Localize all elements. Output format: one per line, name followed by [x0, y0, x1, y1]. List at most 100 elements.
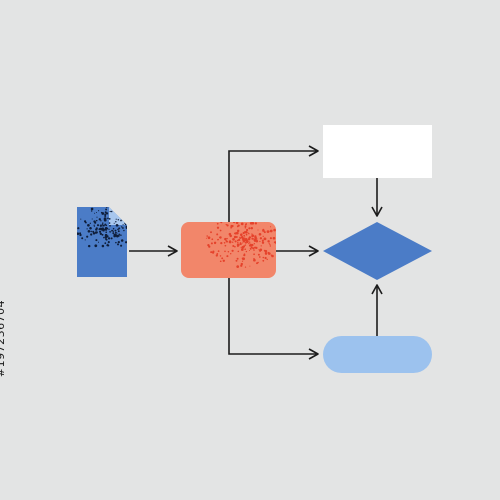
texture-dot [221, 218, 222, 219]
texture-dot [115, 221, 117, 223]
texture-dot [245, 250, 248, 253]
texture-dot [233, 235, 237, 239]
texture-dot [253, 253, 255, 256]
texture-dot [246, 215, 248, 217]
texture-dot [275, 226, 276, 228]
texture-dot [242, 239, 246, 243]
texture-dot [89, 227, 92, 230]
texture-dot [226, 237, 228, 240]
texture-dot [248, 242, 250, 245]
texture-dot [101, 233, 104, 236]
texture-dot [262, 256, 265, 259]
texture-dot [219, 255, 222, 257]
texture-dot [247, 216, 249, 218]
texture-dot [131, 226, 133, 228]
texture-dot [268, 242, 270, 244]
texture-dot [115, 241, 117, 244]
texture-dot [248, 227, 251, 230]
arrow-process-to-terminator [228, 278, 319, 360]
texture-dot [104, 215, 107, 217]
texture-dot [123, 229, 125, 232]
texture-dot [258, 256, 261, 258]
texture-dot [254, 240, 256, 243]
texture-dot [249, 213, 250, 214]
texture-dot [210, 231, 212, 234]
texture-dot [239, 239, 241, 241]
texture-dot [120, 244, 123, 247]
texture-dot [241, 242, 244, 244]
texture-dot [263, 222, 265, 223]
texture-dot [235, 231, 239, 235]
texture-dot [244, 226, 247, 229]
texture-dot [236, 265, 240, 268]
texture-dot [258, 232, 262, 236]
texture-dot [111, 207, 114, 209]
texture-dot [241, 260, 244, 262]
texture-dot [254, 235, 257, 238]
arrow-process-to-output [228, 145, 319, 222]
texture-dot [129, 228, 131, 230]
texture-dot [243, 253, 246, 255]
texture-dot [244, 225, 247, 228]
texture-dot [243, 213, 245, 215]
texture-dot [257, 253, 260, 256]
texture-dot [84, 239, 86, 241]
texture-dot [92, 232, 96, 235]
texture-dot [249, 247, 252, 250]
texture-dot [117, 240, 120, 244]
texture-dot [98, 228, 101, 231]
texture-dot [249, 222, 253, 225]
texture-dot [249, 241, 251, 243]
texture-dot [236, 243, 240, 247]
texture-dot [252, 212, 253, 213]
texture-dot [262, 235, 264, 238]
texture-dot [235, 236, 238, 238]
texture-dot [206, 235, 208, 237]
texture-dot [217, 238, 219, 241]
texture-dot [219, 229, 222, 232]
texture-dot [266, 258, 268, 261]
texture-dot [116, 232, 118, 234]
texture-dot [262, 229, 265, 232]
texture-dot [104, 242, 107, 245]
texture-dot [213, 241, 217, 245]
texture-dot [105, 229, 107, 231]
texture-dot [236, 239, 239, 242]
texture-dot [267, 252, 271, 255]
texture-dot [89, 222, 91, 224]
texture-dot [275, 242, 276, 245]
texture-dot [256, 238, 258, 240]
texture-dot [94, 221, 97, 224]
texture-dot [94, 244, 98, 248]
texture-dot [132, 223, 135, 226]
texture-dot [253, 257, 255, 260]
texture-dot [77, 232, 80, 235]
texture-dot [103, 218, 105, 220]
decision-diamond [323, 222, 432, 280]
texture-dot [269, 245, 271, 247]
texture-dot [132, 223, 133, 224]
texture-dot [237, 250, 240, 253]
texture-dot [87, 223, 90, 227]
texture-dot [264, 252, 268, 255]
texture-dot [228, 240, 232, 244]
terminator-pill [323, 336, 432, 373]
texture-dot [250, 226, 254, 230]
texture-dot [229, 240, 231, 242]
texture-dot [109, 224, 111, 227]
texture-dot [264, 218, 266, 220]
texture-dot [224, 250, 226, 253]
texture-dot [235, 259, 238, 262]
process-box [181, 212, 276, 278]
texture-dot [222, 259, 225, 262]
texture-dot [242, 237, 245, 240]
texture-dot [215, 254, 218, 257]
texture-dot [240, 264, 243, 267]
texture-dot [235, 216, 237, 218]
texture-dot [264, 256, 267, 260]
texture-dot [239, 236, 241, 239]
texture-dot [119, 234, 121, 236]
texture-dot [230, 253, 232, 255]
texture-dot [96, 216, 98, 218]
texture-dot [94, 212, 96, 214]
